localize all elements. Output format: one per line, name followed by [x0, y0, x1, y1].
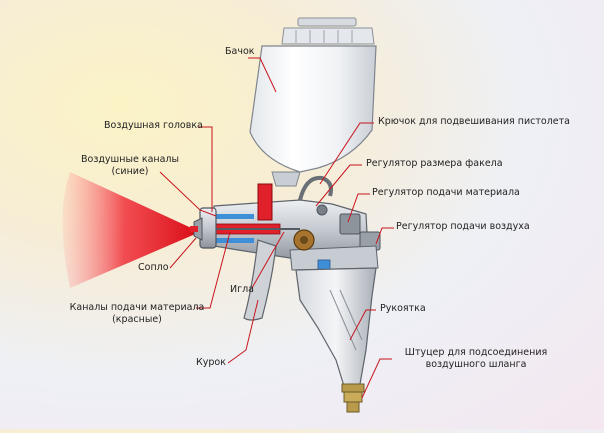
label-fitting: Штуцер для подсоединения воздушного шлан…	[396, 347, 556, 371]
label-tank: Бачок	[225, 46, 255, 57]
label-air-channels-line1: Воздушные каналы	[80, 154, 179, 165]
pointer-fitting	[361, 358, 392, 399]
label-material-channels-line1: Каналы подачи материала	[69, 302, 205, 313]
pointer-needle	[251, 231, 285, 289]
spray-cone	[62, 172, 200, 288]
label-fitting-line2: воздушного шланга	[425, 359, 527, 370]
pointer-nozzle	[169, 237, 197, 269]
pointer-air-cap	[198, 126, 213, 212]
pointer-tank	[248, 57, 277, 93]
pointer-material-reg	[347, 193, 370, 223]
gun-body	[190, 175, 381, 413]
pointer-air-channels	[159, 171, 217, 217]
pointer-material-channels	[196, 231, 231, 309]
pointer-fan	[315, 164, 362, 207]
label-needle: Игла	[230, 284, 254, 295]
pointer-handle	[349, 309, 376, 341]
label-material-regulator: Регулятор подачи материала	[372, 187, 520, 198]
pointer-air-reg	[375, 227, 394, 245]
label-handle: Рукоятка	[380, 303, 426, 314]
label-air-regulator: Регулятор подачи воздуха	[396, 221, 530, 232]
pointer-hook	[319, 122, 374, 185]
label-hook: Крючок для подвешивания пистолета	[378, 116, 570, 127]
label-air-cap: Воздушная головка	[104, 120, 203, 131]
label-material-channels-line2: (красные)	[112, 314, 162, 325]
label-air-channels-line2: (синие)	[111, 166, 149, 177]
pointer-lines	[159, 57, 394, 399]
label-fitting-line1: Штуцер для подсоединения	[404, 347, 548, 358]
label-fan-regulator: Регулятор размера факела	[366, 158, 503, 169]
label-air-channels: Воздушные каналы (синие)	[80, 154, 180, 178]
label-material-channels: Каналы подачи материала (красные)	[66, 302, 208, 326]
pointer-trigger	[227, 299, 259, 364]
tank	[249, 17, 377, 187]
label-trigger: Курок	[196, 357, 226, 368]
label-nozzle: Сопло	[138, 262, 169, 273]
